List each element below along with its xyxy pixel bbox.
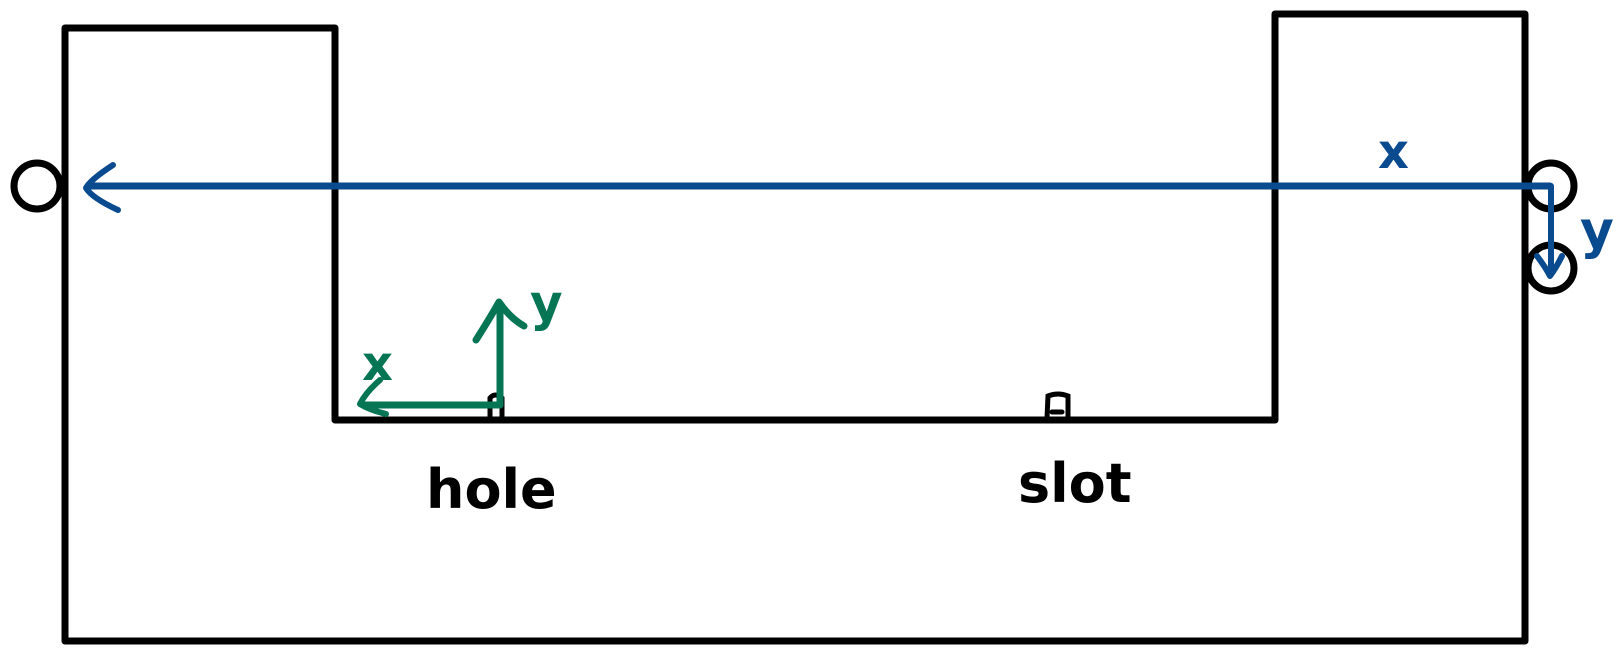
blue-x-label: x — [1378, 124, 1409, 180]
hole-label: hole — [426, 458, 557, 521]
blue-y-label: y — [1580, 201, 1614, 261]
slot-label: slot — [1018, 452, 1132, 515]
green-x-arrowhead — [357, 377, 389, 417]
blue-coordinate-frame — [83, 162, 1565, 279]
blue-x-arrowhead — [83, 162, 121, 213]
green-coordinate-frame — [357, 298, 528, 417]
blue-y-arrowhead — [1534, 253, 1565, 279]
left-pin — [10, 159, 64, 213]
green-x-label: x — [362, 336, 393, 392]
green-y-arrowhead — [472, 298, 528, 344]
green-y-label: y — [530, 274, 563, 332]
part-outline — [61, 10, 1529, 645]
slot-mark — [1044, 391, 1071, 421]
